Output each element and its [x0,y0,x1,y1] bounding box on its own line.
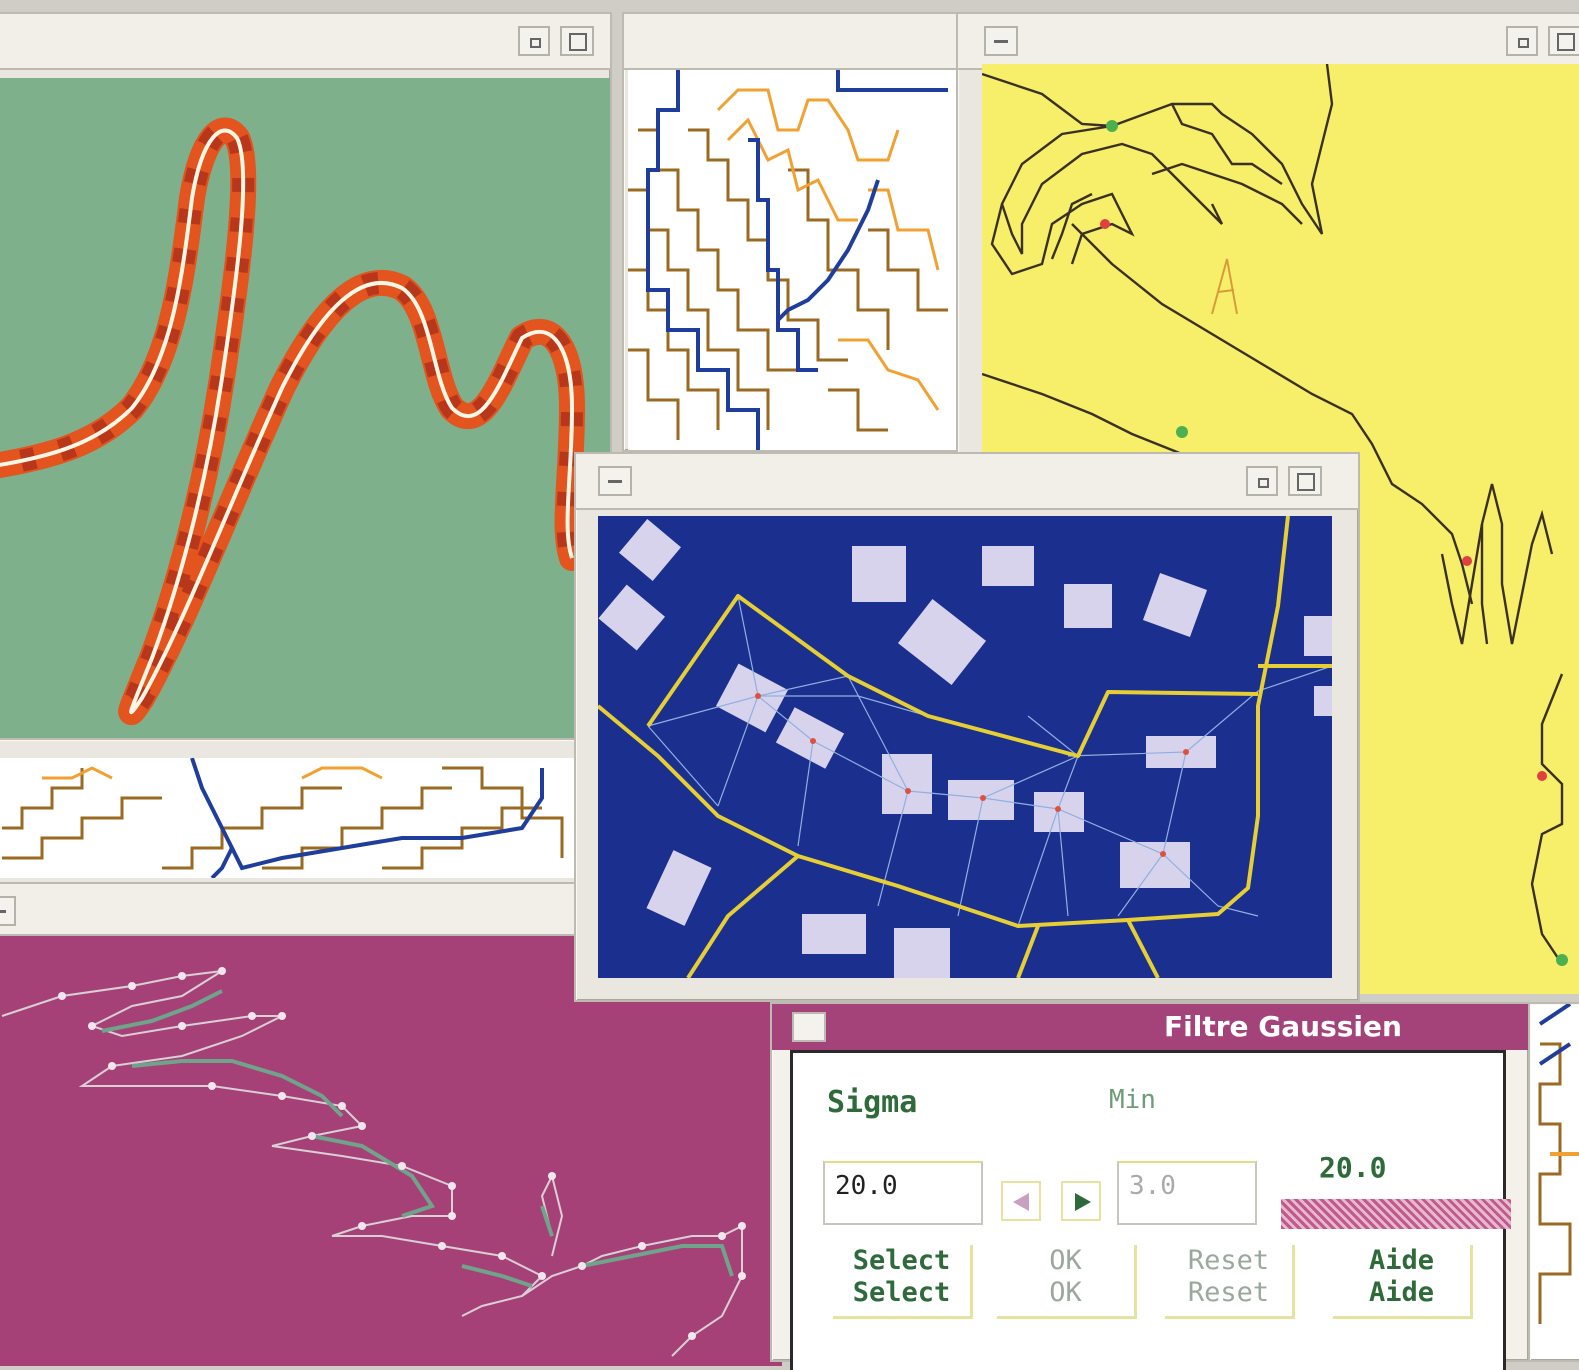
river-band [0,117,585,725]
maximize-icon[interactable] [1548,26,1579,56]
max-value: 20.0 [1319,1151,1387,1184]
river-window [0,12,612,747]
contour-canvas [628,70,956,450]
contour-window [622,12,960,452]
help-button-label-2: Aide [1368,1277,1435,1308]
dialog-title: Filtre Gaussien [1164,1010,1402,1043]
contour-strip-window [0,738,600,888]
min-label: Min [1109,1085,1156,1115]
river-canvas [0,78,610,744]
contour-strip-canvas [0,758,598,878]
reset-button-label: Reset [1187,1245,1270,1276]
dialog-body: Sigma Min 20.0 20.0 3.0 Select Select OK… [790,1050,1511,1370]
contour-window-titlebar[interactable] [624,14,958,70]
coast-window-titlebar[interactable] [958,14,1579,70]
maximize-icon[interactable] [1288,466,1322,496]
buildings-canvas [598,516,1332,978]
ok-button[interactable]: OK OK [997,1245,1137,1319]
help-button[interactable]: Aide Aide [1333,1245,1473,1319]
select-button-label-2: Select [852,1277,951,1308]
river-centerline [0,128,574,714]
sigma-label: Sigma [827,1085,918,1120]
minimize-icon[interactable] [1506,26,1538,56]
arrow-left-icon[interactable] [1001,1181,1041,1221]
window-menu-icon[interactable] [792,1012,826,1042]
dialog-titlebar[interactable]: Filtre Gaussien [772,1004,1528,1050]
reset-button-label-2: Reset [1187,1277,1270,1308]
window-menu-icon[interactable] [0,896,16,926]
buildings-window-titlebar[interactable] [576,454,1358,510]
ok-button-label-2: OK [1049,1277,1082,1308]
help-button-label: Aide [1368,1245,1435,1276]
slider-track[interactable] [1281,1199,1511,1229]
buildings-window [574,452,1360,1002]
handwritten-letter [1211,258,1238,315]
minimize-icon[interactable] [518,26,550,56]
gaussian-filter-dialog: Filtre Gaussien Sigma Min 20.0 20.0 3.0 … [770,1002,1530,1370]
window-menu-icon[interactable] [984,26,1018,56]
right-partial-window [1528,1002,1579,1362]
sigma-input[interactable]: 20.0 [823,1161,983,1225]
ok-button-label: OK [1049,1245,1082,1276]
river-window-titlebar[interactable] [0,14,610,70]
coast-annotation: A [982,64,983,65]
reset-button[interactable]: Reset Reset [1165,1245,1295,1319]
window-menu-icon[interactable] [598,466,632,496]
minimize-icon[interactable] [1246,466,1278,496]
select-button-label: Select [852,1245,951,1276]
polyline-canvas [0,936,782,1366]
select-button[interactable]: Select Select [833,1245,973,1319]
min-input[interactable]: 3.0 [1117,1161,1257,1225]
maximize-icon[interactable] [560,26,594,56]
arrow-right-icon[interactable] [1061,1181,1101,1221]
